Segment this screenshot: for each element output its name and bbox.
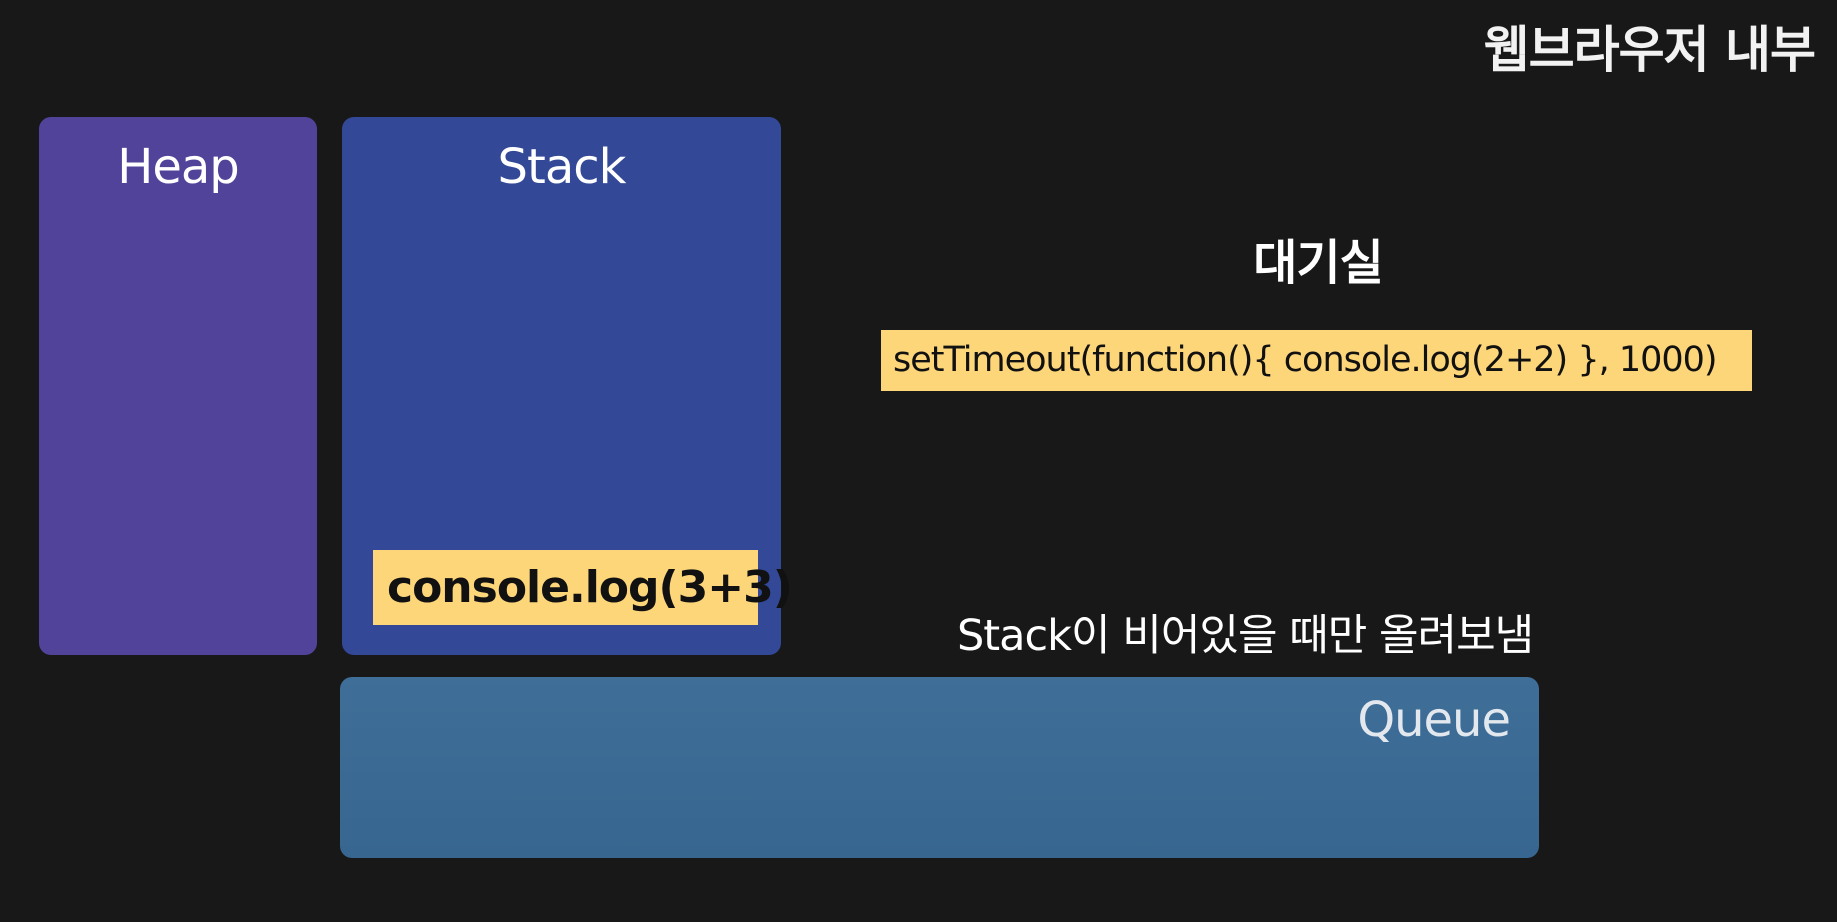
heap-label: Heap [117,139,240,195]
stack-panel: Stack console.log(3+3) [342,117,793,655]
waiting-room-item: setTimeout(function(){ console.log(2+2) … [881,330,1752,391]
page-title: 웹브라우저 내부 [1483,21,1816,79]
waiting-room-label: 대기실 [1253,235,1383,291]
stack-empty-note: Stack이 비어있을 때만 올려보냄 [957,611,1534,661]
stack-label: Stack [497,139,627,195]
queue-label: Queue [1357,692,1511,748]
heap-panel: Heap [39,117,317,655]
queue-panel: Queue [340,677,1539,858]
stack-item: console.log(3+3) [373,550,793,625]
